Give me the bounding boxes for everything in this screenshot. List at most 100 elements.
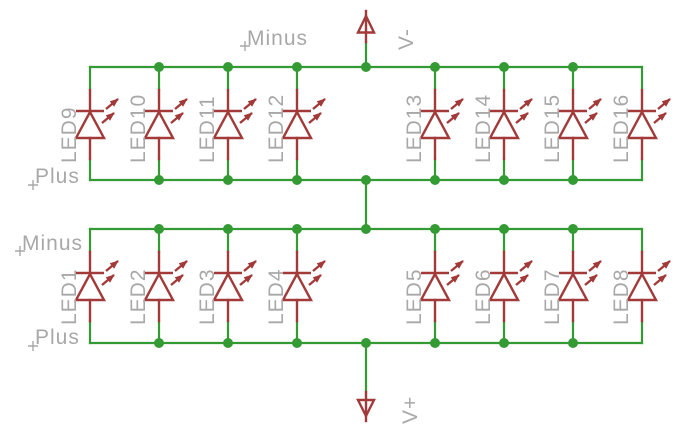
diode-triangle-icon bbox=[418, 271, 452, 302]
v-plus-triangle-icon bbox=[356, 398, 376, 419]
led-emission-arrow-icon bbox=[105, 260, 119, 272]
led11-symbol: LED11 bbox=[196, 65, 257, 182]
led15-symbol: LED15 bbox=[541, 65, 602, 182]
led-emission-arrow-icon bbox=[657, 98, 671, 110]
junction-dot bbox=[499, 175, 509, 185]
junction-dot bbox=[223, 62, 233, 72]
net-label-text: Minus bbox=[247, 27, 308, 50]
diode-triangle-icon bbox=[487, 271, 521, 302]
led12-label: LED12 bbox=[265, 94, 288, 163]
led-emission-arrow-icon bbox=[588, 260, 602, 272]
led11-label: LED11 bbox=[196, 95, 219, 163]
led5-symbol: LED5 bbox=[403, 227, 464, 345]
led1-symbol: LED1 bbox=[58, 227, 119, 345]
led16-symbol: LED16 bbox=[610, 65, 671, 182]
led-emission-arrow-icon bbox=[101, 274, 115, 286]
led2-symbol: LED2 bbox=[127, 227, 188, 345]
v-minus-label: V- bbox=[395, 28, 418, 50]
led-emission-arrow-icon bbox=[450, 98, 464, 110]
junction-dot bbox=[361, 224, 371, 234]
led-emission-arrow-icon bbox=[515, 112, 529, 124]
led14-label: LED14 bbox=[472, 94, 495, 163]
junction-dot bbox=[430, 175, 440, 185]
led9-label: LED9 bbox=[58, 106, 81, 163]
diode-triangle-icon bbox=[487, 109, 521, 140]
junction-dot bbox=[430, 224, 440, 234]
diode-triangle-icon bbox=[73, 109, 107, 140]
junction-dot bbox=[361, 175, 371, 185]
led-emission-arrow-icon bbox=[170, 274, 184, 286]
led-emission-arrow-icon bbox=[653, 274, 667, 286]
led-emission-arrow-icon bbox=[243, 98, 257, 110]
diode-triangle-icon bbox=[211, 271, 245, 302]
led4-symbol: LED4 bbox=[265, 227, 326, 345]
v-plus-symbol: V+ bbox=[356, 341, 422, 424]
junction-dot bbox=[154, 62, 164, 72]
junction-dot bbox=[154, 175, 164, 185]
led2-label: LED2 bbox=[127, 268, 150, 325]
net-label-plus-bottom: Plus bbox=[28, 326, 79, 351]
led6-symbol: LED6 bbox=[472, 227, 533, 345]
led8-symbol: LED8 bbox=[610, 227, 671, 345]
led-emission-arrow-icon bbox=[312, 98, 326, 110]
diode-triangle-icon bbox=[73, 271, 107, 302]
led-emission-arrow-icon bbox=[584, 112, 598, 124]
led-emission-arrow-icon bbox=[101, 112, 115, 124]
led13-label: LED13 bbox=[403, 94, 426, 163]
led-emission-arrow-icon bbox=[584, 274, 598, 286]
led7-label: LED7 bbox=[541, 268, 564, 325]
junction-dot bbox=[430, 338, 440, 348]
led-emission-arrow-icon bbox=[308, 112, 322, 124]
led-emission-arrow-icon bbox=[519, 260, 533, 272]
junction-dot bbox=[223, 224, 233, 234]
diode-triangle-icon bbox=[556, 271, 590, 302]
led-emission-arrow-icon bbox=[588, 98, 602, 110]
diode-triangle-icon bbox=[418, 109, 452, 140]
junction-dot bbox=[499, 62, 509, 72]
led-emission-arrow-icon bbox=[243, 260, 257, 272]
led-emission-arrow-icon bbox=[312, 260, 326, 272]
led6-label: LED6 bbox=[472, 268, 495, 325]
junction-dot bbox=[223, 338, 233, 348]
led3-label: LED3 bbox=[196, 268, 219, 325]
led16-label: LED16 bbox=[610, 94, 633, 163]
v-minus-symbol: V- bbox=[356, 9, 418, 69]
led4-label: LED4 bbox=[265, 268, 288, 325]
led-emission-arrow-icon bbox=[308, 274, 322, 286]
diode-triangle-icon bbox=[625, 271, 659, 302]
led-emission-arrow-icon bbox=[239, 274, 253, 286]
net-label-minus-top: Minus bbox=[240, 27, 308, 51]
junction-dot bbox=[223, 175, 233, 185]
junction-dot bbox=[499, 224, 509, 234]
led3-symbol: LED3 bbox=[196, 227, 257, 345]
led-emission-arrow-icon bbox=[239, 112, 253, 124]
led9-symbol: LED9 bbox=[58, 65, 119, 182]
diode-triangle-icon bbox=[280, 271, 314, 302]
led-emission-arrow-icon bbox=[515, 274, 529, 286]
junction-dot bbox=[292, 338, 302, 348]
junction-dot bbox=[499, 338, 509, 348]
junction-dots bbox=[154, 62, 578, 348]
diode-triangle-icon bbox=[142, 271, 176, 302]
led-emission-arrow-icon bbox=[653, 112, 667, 124]
junction-dot bbox=[568, 175, 578, 185]
junction-dot bbox=[292, 62, 302, 72]
led5-label: LED5 bbox=[403, 268, 426, 325]
led-emission-arrow-icon bbox=[170, 112, 184, 124]
v-minus-triangle-icon bbox=[356, 13, 376, 34]
led7-symbol: LED7 bbox=[541, 227, 602, 345]
net-label-text: Minus bbox=[22, 232, 83, 255]
junction-dot bbox=[568, 338, 578, 348]
led-emission-arrow-icon bbox=[450, 260, 464, 272]
diode-triangle-icon bbox=[556, 109, 590, 140]
net-label-text: Plus bbox=[35, 165, 80, 188]
junction-dot bbox=[568, 62, 578, 72]
junction-dot bbox=[154, 338, 164, 348]
junction-dot bbox=[154, 224, 164, 234]
led-emission-arrow-icon bbox=[174, 98, 188, 110]
led-emission-arrow-icon bbox=[105, 98, 119, 110]
net-label-plus-top: Plus bbox=[28, 165, 80, 190]
label-origin-cross-icon bbox=[15, 246, 25, 256]
junction-dot bbox=[292, 224, 302, 234]
